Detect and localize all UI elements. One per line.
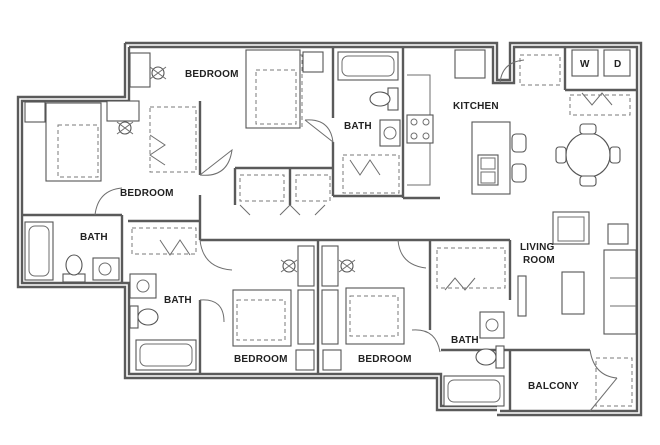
fridge [454,49,486,79]
label-bath-left: BATH [80,232,108,243]
dryer [603,49,631,77]
bed-top [245,49,301,129]
label-bath-center: BATH [164,295,192,306]
bed-center-right [345,287,405,345]
toilet-left [62,254,86,283]
toilet-top [369,87,399,111]
sink-top [379,119,401,147]
bath-fixtures [24,51,505,407]
dining-table [565,132,611,178]
label-bedroom-center-left: BEDROOM [234,354,288,365]
bed-left [45,102,102,182]
sink-left [92,257,120,281]
label-bedroom-top: BEDROOM [185,69,239,80]
desk-chairs [116,66,356,273]
label-living-2: ROOM [523,255,555,266]
bed-center-left [232,289,292,347]
label-bedroom-center-right: BEDROOM [358,354,412,365]
tv-stand [517,275,527,317]
label-bedroom-left: BEDROOM [120,188,174,199]
toilet-center [129,305,159,329]
label-bath-right: BATH [451,335,479,346]
desks [24,51,629,371]
label-living-1: LIVING [520,242,555,253]
label-kitchen: KITCHEN [453,101,499,112]
interior-walls [22,47,637,411]
stove [406,114,434,144]
sink-center [129,273,157,299]
label-washer: W [580,59,590,70]
sofa [603,249,637,335]
toilet-right [475,345,505,369]
beds [45,49,405,347]
sink-right [479,311,505,339]
tub-left [24,221,54,281]
tub-top [337,51,399,81]
kitchen-fixtures [406,49,621,195]
living-furniture [517,211,637,335]
tub-center [135,339,197,371]
laundry [571,49,631,77]
kitchen-sink [477,154,499,186]
tub-right [443,375,505,407]
doors [94,59,618,412]
outer-walls [16,41,643,417]
label-balcony: BALCONY [528,381,579,392]
label-bath-top: BATH [344,121,372,132]
washer [571,49,599,77]
room-labels: BEDROOM BEDROOM BEDROOM BEDROOM BATH BAT… [80,59,621,392]
label-dryer: D [614,59,621,70]
coffee-table [561,271,585,315]
